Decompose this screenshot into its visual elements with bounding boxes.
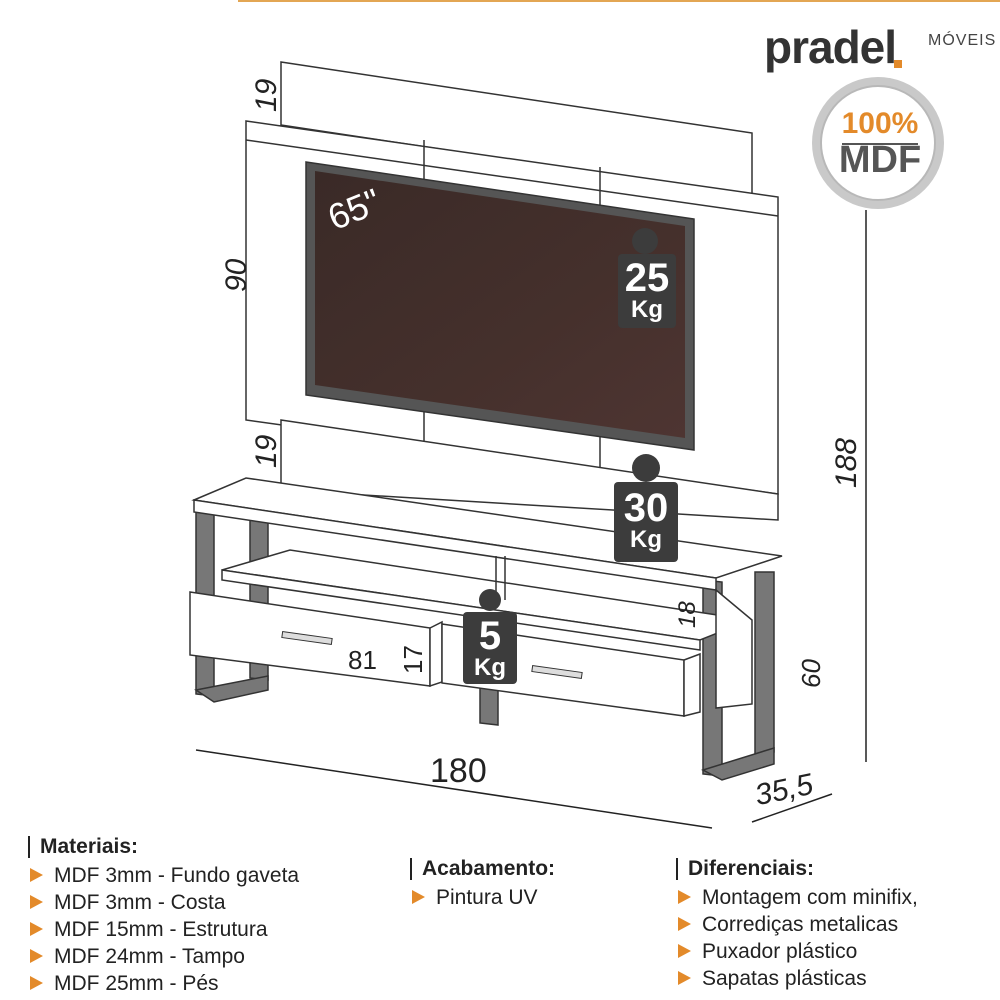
list-item: Pintura UV bbox=[410, 884, 650, 911]
dim-line-width bbox=[195, 749, 713, 829]
weight-unit: Kg bbox=[630, 526, 662, 553]
badge-material: MDF bbox=[838, 139, 922, 181]
mdf-badge-inner: 100% MDF bbox=[820, 85, 936, 201]
arrow-bullet-icon bbox=[678, 917, 691, 931]
dim-width: 180 bbox=[430, 752, 487, 790]
list-item: MDF 25mm - Pés bbox=[28, 970, 368, 997]
list-item: MDF 3mm - Fundo gaveta bbox=[28, 862, 368, 889]
arrow-bullet-icon bbox=[678, 944, 691, 958]
dim-rack-height: 60 bbox=[796, 659, 826, 688]
weight-tag-body bbox=[463, 612, 517, 684]
finish-title: Acabamento: bbox=[410, 858, 650, 880]
left-leg-bottom bbox=[194, 675, 269, 703]
left-drawer-side bbox=[429, 620, 443, 688]
arrow-bullet-icon bbox=[30, 922, 43, 936]
mdf-badge: 100% MDF bbox=[812, 77, 944, 209]
features-list: Diferenciais: Montagem com minifix, Corr… bbox=[676, 858, 976, 992]
list-item: Montagem com minifix, bbox=[676, 884, 976, 911]
weight-value: 30 bbox=[623, 486, 669, 530]
header-accent-line bbox=[238, 0, 1000, 2]
dim-panel-mid: 90 bbox=[220, 258, 253, 292]
brand-name: pradel bbox=[764, 21, 897, 73]
panel-groove bbox=[245, 139, 779, 217]
weight-tag-knob bbox=[632, 454, 660, 482]
weight-tag-knob bbox=[479, 589, 501, 611]
left-drawer-handle bbox=[281, 630, 333, 646]
badge-percent: 100% bbox=[841, 107, 919, 140]
weight-value: 25 bbox=[624, 256, 670, 300]
list-item: MDF 3mm - Costa bbox=[28, 889, 368, 916]
arrow-bullet-icon bbox=[412, 890, 425, 904]
arrow-bullet-icon bbox=[30, 895, 43, 909]
rack-side bbox=[715, 588, 753, 709]
brand-subtitle: MÓVEIS bbox=[928, 32, 997, 49]
arrow-bullet-icon bbox=[678, 890, 691, 904]
arrow-bullet-icon bbox=[30, 976, 43, 990]
finish-list: Acabamento: Pintura UV bbox=[410, 858, 650, 911]
dim-drawer-width: 81 bbox=[348, 645, 377, 675]
badge-divider bbox=[842, 143, 918, 145]
weight-label-top: 30 Kg bbox=[614, 488, 678, 552]
weight-tag-body bbox=[614, 482, 678, 562]
arrow-bullet-icon bbox=[678, 971, 691, 985]
weight-label-drawer: 5 Kg bbox=[463, 616, 517, 680]
dim-total-height: 188 bbox=[830, 437, 863, 488]
tv-screen bbox=[315, 171, 685, 438]
brand-dot bbox=[894, 60, 902, 68]
list-item: Puxador plástico bbox=[676, 938, 976, 965]
arrow-bullet-icon bbox=[30, 949, 43, 963]
features-title: Diferenciais: bbox=[676, 858, 976, 880]
arrow-bullet-icon bbox=[30, 868, 43, 882]
dim-drawer-height: 17 bbox=[398, 645, 428, 674]
right-leg-bottom bbox=[701, 746, 775, 781]
list-item: Sapatas plásticas bbox=[676, 965, 976, 992]
weight-unit: Kg bbox=[474, 654, 506, 681]
weight-label-panel: 25 Kg bbox=[618, 258, 676, 322]
right-leg-back bbox=[754, 571, 775, 755]
weight-tag-knob bbox=[632, 228, 658, 254]
dim-line-depth bbox=[751, 793, 833, 823]
materials-list: Materiais: MDF 3mm - Fundo gaveta MDF 3m… bbox=[28, 836, 368, 997]
shelf-front bbox=[221, 569, 701, 651]
materials-title: Materiais: bbox=[28, 836, 368, 858]
weight-unit: Kg bbox=[631, 296, 663, 323]
dim-panel-top: 19 bbox=[250, 78, 283, 112]
weight-value: 5 bbox=[478, 614, 502, 658]
right-drawer-side bbox=[683, 652, 701, 717]
dim-panel-bottom: 19 bbox=[250, 434, 283, 468]
right-drawer-handle bbox=[531, 664, 583, 680]
dim-shelf-gap: 18 bbox=[674, 601, 701, 628]
list-item: MDF 24mm - Tampo bbox=[28, 943, 368, 970]
weight-tag-body bbox=[618, 254, 676, 328]
list-item: Corrediças metalicas bbox=[676, 911, 976, 938]
list-item: MDF 15mm - Estrutura bbox=[28, 916, 368, 943]
